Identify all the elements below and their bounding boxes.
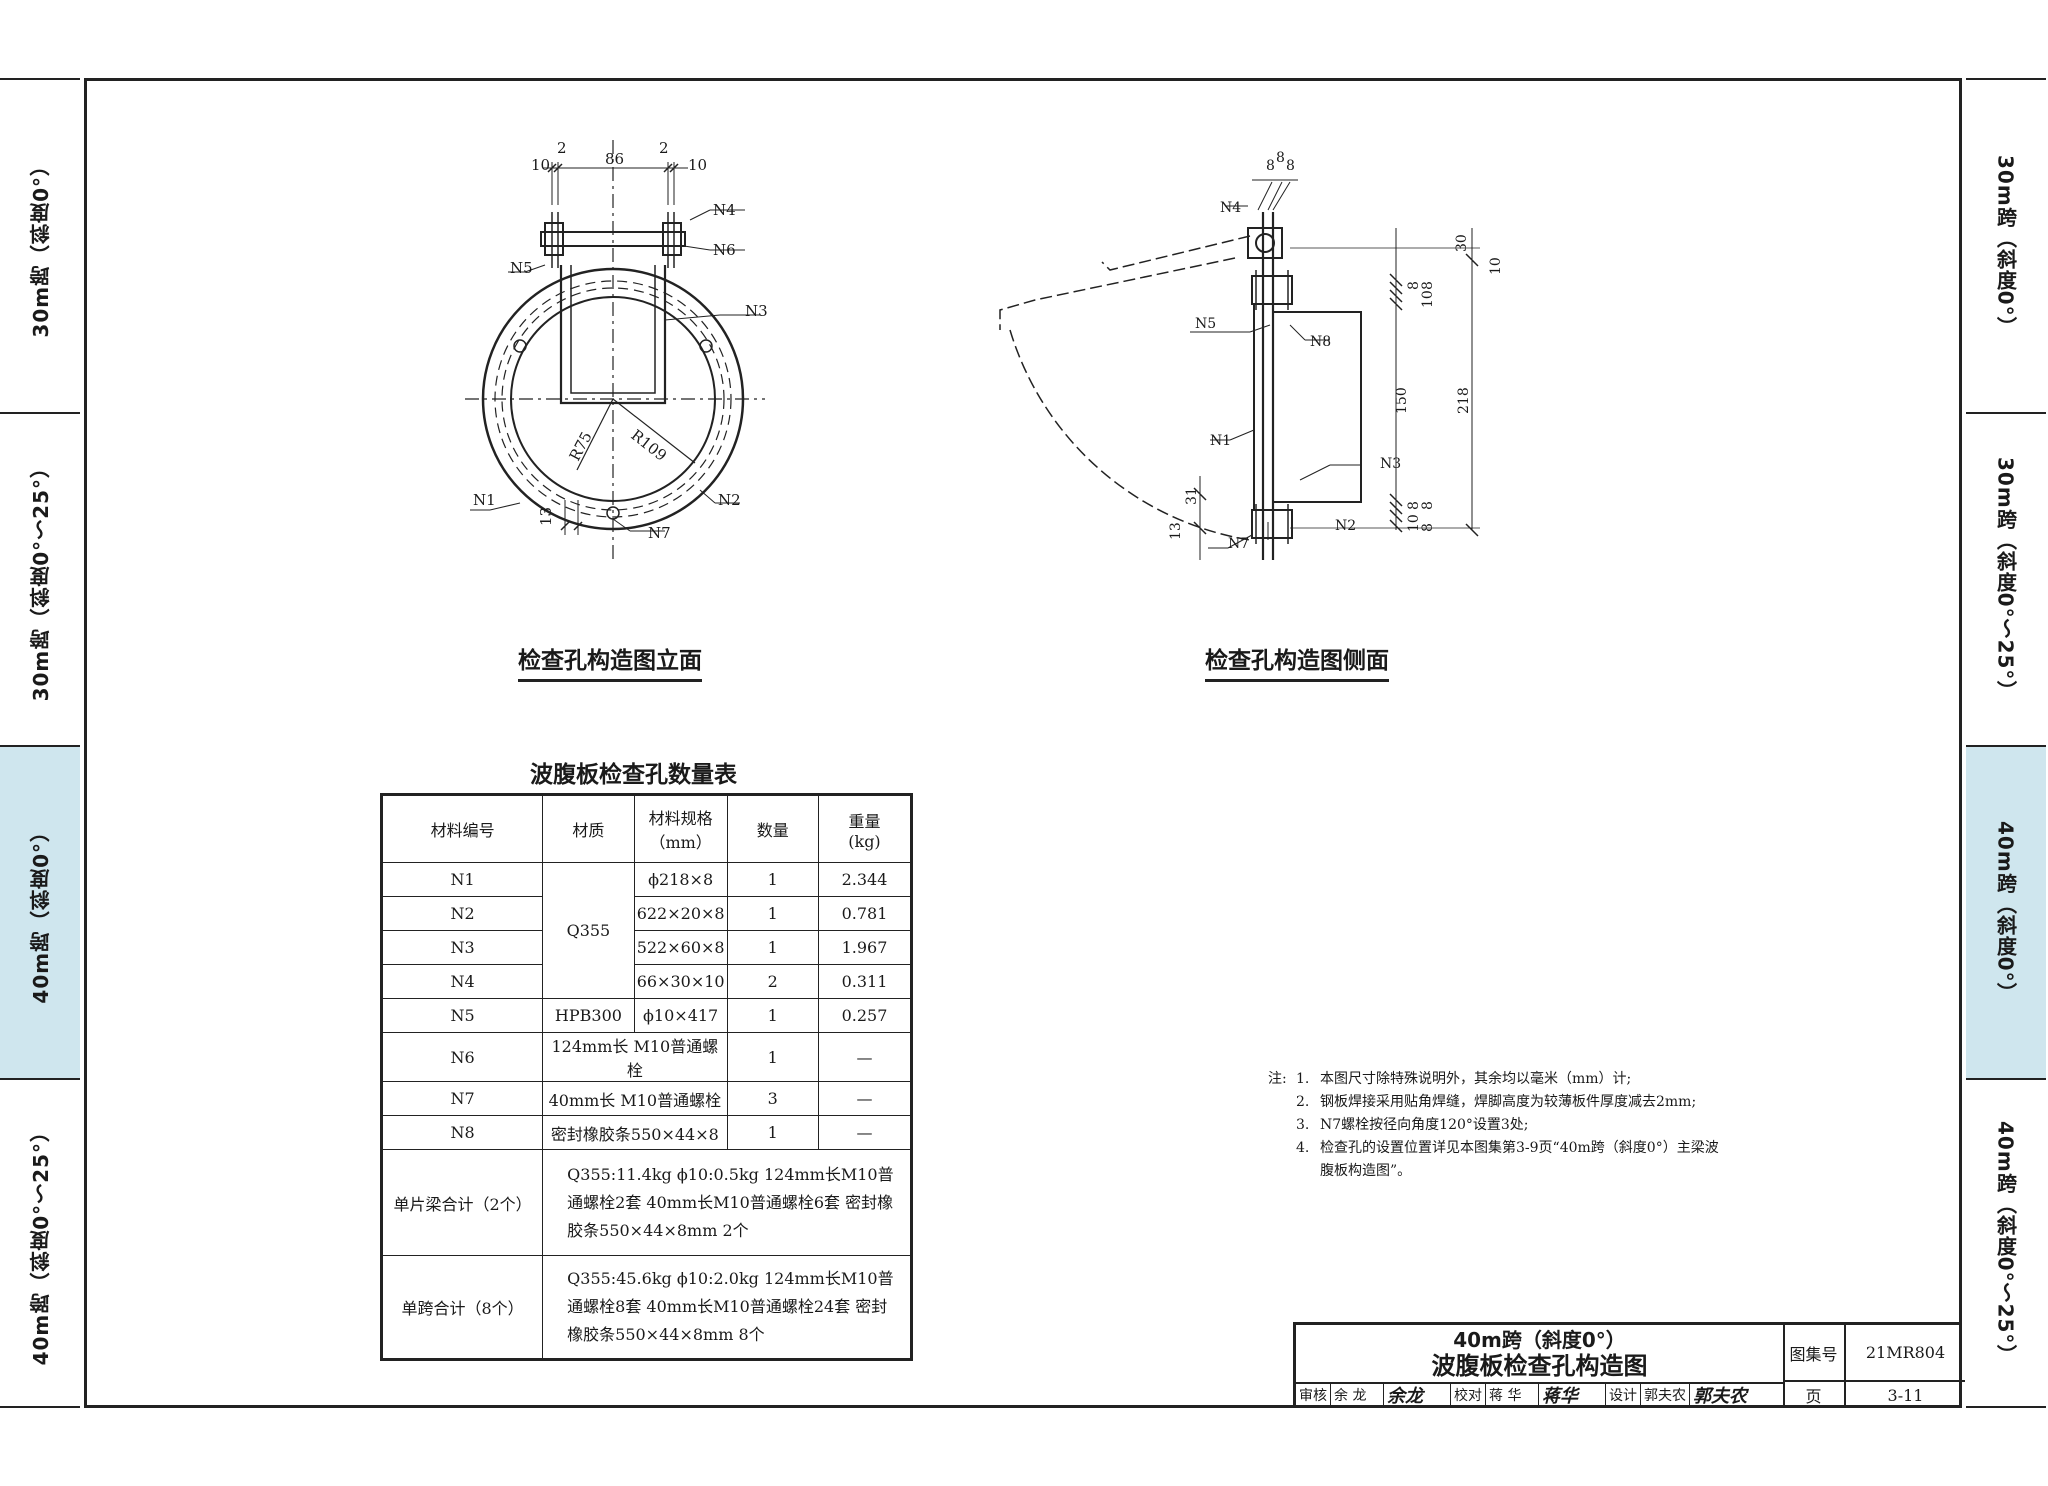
notes-block: 注:1.本图尺寸除特殊说明外，其余均以毫米（mm）计; 2.钢板焊接采用贴角焊缝… (1268, 1068, 1728, 1183)
side-label-n4: N4 (1220, 200, 1241, 216)
front-label-n4: N4 (713, 201, 736, 219)
quantity-table: 材料编号 材质 材料规格（mm） 数量 重量(kg) N1 Q355 ϕ218×… (380, 793, 913, 1361)
right-tab-3-active: 40m跨（斜度0°） (1966, 745, 2046, 1078)
side-dim-top8a: 8 (1266, 158, 1275, 174)
front-label-n2: N2 (718, 491, 741, 509)
front-label-n7: N7 (648, 524, 671, 542)
atlas-label: 图集号 (1783, 1325, 1846, 1382)
side-dim-top8b: 8 (1276, 150, 1285, 166)
left-tab-2: 30m跨（斜度0°～25°） (0, 412, 80, 745)
atlas-number: 21MR804 (1846, 1325, 1965, 1382)
side-label-n1: N1 (1210, 433, 1231, 449)
side-label-n2: N2 (1335, 518, 1356, 534)
side-label-n8: N8 (1310, 334, 1331, 350)
table-summary-row: 单跨合计（8个） Q355:45.6kg ϕ10:2.0kg 124mm长M10… (380, 1255, 912, 1360)
left-tab-1: 30m跨（斜度0°） (0, 78, 80, 412)
front-view-caption: 检查孔构造图立面 (518, 641, 702, 682)
side-view-caption: 检查孔构造图侧面 (1205, 641, 1389, 682)
header-weight: 重量(kg) (817, 794, 913, 863)
note-item: 3.N7螺栓按径向角度120°设置3处; (1296, 1117, 1529, 1133)
side-dim-10a: 10 (1488, 257, 1504, 275)
table-title: 波腹板检查孔数量表 (530, 762, 737, 788)
front-dim-10b: 10 (688, 156, 707, 174)
header-code: 材料编号 (380, 794, 544, 863)
page-number: 3-11 (1887, 1385, 1924, 1405)
side-label-n5: N5 (1195, 316, 1216, 332)
front-dim-2b: 2 (659, 139, 669, 157)
right-tab-4: 40m跨（斜度0°～25°） (1966, 1078, 2046, 1408)
side-dim-8e: 8 (1420, 523, 1436, 532)
side-dim-10b: 10 (1420, 290, 1436, 308)
front-label-n3: N3 (745, 302, 768, 320)
side-dim-8b: 8 (1420, 281, 1436, 290)
table-summary-row: 单片梁合计（2个） Q355:11.4kg ϕ10:0.5kg 124mm长M1… (380, 1149, 912, 1256)
front-label-n6: N6 (713, 241, 736, 259)
drawing-title: 40m跨（斜度0°） 波腹板检查孔构造图 (1296, 1325, 1785, 1384)
check-signature: 蒋华 (1539, 1382, 1606, 1408)
side-dim-30: 30 (1454, 234, 1470, 252)
signature-row: 审核 余 龙 余龙 校对 蒋 华 蒋华 设计 郭夫农 郭夫农 (1296, 1382, 1785, 1408)
note-item: 2.钢板焊接采用贴角焊缝，焊脚高度为较薄板件厚度减去2mm; (1296, 1094, 1697, 1110)
front-label-n5: N5 (510, 259, 533, 277)
side-dim-8d: 8 (1420, 501, 1436, 510)
design-name: 郭夫农 (1641, 1382, 1690, 1408)
front-dim-86: 86 (605, 150, 624, 168)
review-signature: 余龙 (1384, 1382, 1451, 1408)
side-label-n7: N7 (1228, 536, 1249, 552)
note-item: 4.检查孔的设置位置详见本图集第3-9页“40m跨（斜度0°）主梁波腹板构造图”… (1296, 1140, 1719, 1179)
title-block: 40m跨（斜度0°） 波腹板检查孔构造图 图集号 21MR804 页 3-11 … (1293, 1322, 1965, 1408)
design-signature: 郭夫农 (1693, 1386, 1747, 1407)
side-dim-13: 13 (1168, 522, 1184, 540)
side-dim-31: 31 (1184, 487, 1200, 505)
header-spec: 材料规格（mm） (633, 794, 728, 863)
left-tab-4: 40m跨（斜度0°～25°） (0, 1078, 80, 1408)
review-name: 余 龙 (1331, 1382, 1384, 1408)
review-label: 审核 (1296, 1382, 1331, 1408)
left-tab-3-active: 40m跨（斜度0°） (0, 745, 80, 1078)
header-qty: 数量 (726, 794, 819, 863)
front-dim-2a: 2 (557, 139, 567, 157)
header-material: 材质 (542, 794, 635, 863)
right-tab-1: 30m跨（斜度0°） (1966, 78, 2046, 412)
front-dim-10a: 10 (531, 156, 550, 174)
side-dim-8a: 8 (1406, 281, 1422, 290)
design-label: 设计 (1606, 1382, 1641, 1408)
side-dim-10c: 10 (1406, 514, 1422, 532)
side-label-n3: N3 (1380, 456, 1401, 472)
side-dim-150: 150 (1394, 387, 1410, 414)
table-header-row: 材料编号 材质 材料规格（mm） 数量 重量(kg) (380, 794, 913, 863)
front-label-n1: N1 (473, 491, 496, 509)
side-dim-8c: 8 (1406, 501, 1422, 510)
note-item: 注:1.本图尺寸除特殊说明外，其余均以毫米（mm）计; (1268, 1071, 1632, 1087)
check-name: 蒋 华 (1486, 1382, 1539, 1408)
side-dim-top8c: 8 (1286, 158, 1295, 174)
check-label: 校对 (1451, 1382, 1486, 1408)
front-dim-13: 13 (537, 507, 555, 526)
right-tab-2: 30m跨（斜度0°～25°） (1966, 412, 2046, 745)
drawing-frame (84, 78, 1962, 1408)
side-dim-218: 218 (1456, 387, 1472, 414)
page-label: 页 (1783, 1382, 1846, 1408)
